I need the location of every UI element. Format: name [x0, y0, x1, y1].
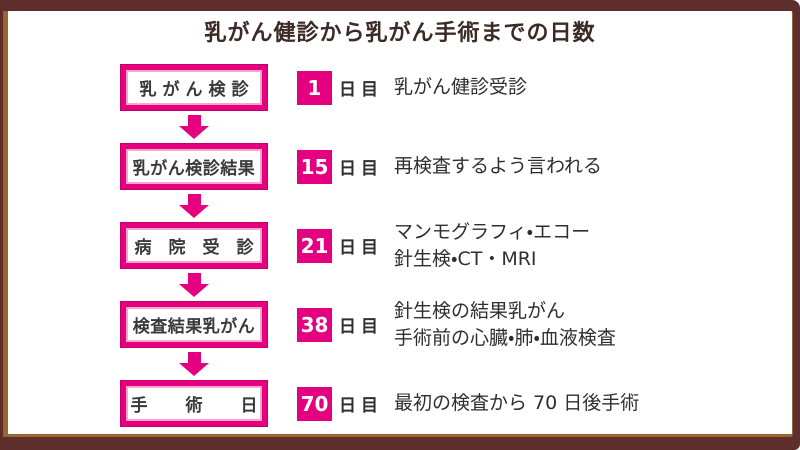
day-number-badge: 38 [297, 307, 332, 342]
step-description: 乳がん健診受診 [394, 74, 527, 101]
flow-box-2: 乳がん検診結果 [120, 143, 268, 190]
flow-step-5: 手術日 70 日目 最初の検査から 70 日後手術 [120, 380, 780, 427]
arrow-head [179, 363, 209, 376]
flow-box-label: 乳がん検診結果 [132, 159, 256, 179]
day-number: 70 [300, 391, 329, 416]
arrow-head [179, 205, 209, 218]
flow-box-inner: 手術日 [126, 386, 262, 421]
flow-diagram: 乳がん検診 1 日目 乳がん健診受診 [120, 64, 780, 427]
flow-box-label: 病院受診 [134, 238, 262, 258]
step-description: 再検査するよう言われる [394, 153, 602, 180]
day-suffix-label: 日目 [339, 159, 383, 179]
flow-box-label: 検査結果乳がん [132, 317, 256, 337]
flow-box-1: 乳がん検診 [120, 64, 268, 111]
flow-connector-4 [120, 348, 780, 380]
description-line: 再検査するよう言われる [394, 155, 603, 177]
day-suffix-label: 日目 [339, 396, 383, 416]
flow-box-3: 病院受診 [120, 222, 268, 269]
day-number-badge: 70 [297, 386, 332, 421]
arrow-head [179, 126, 209, 139]
arrow-stem [187, 115, 201, 126]
flow-box-4: 検査結果乳がん [120, 301, 268, 348]
flow-step-3: 病院受診 21 日目 マンモグラフィ・エコー 針生検・CT・MRI [120, 221, 780, 270]
flow-box-label: 手術日 [130, 396, 258, 416]
down-arrow-icon [179, 111, 209, 139]
down-arrow-icon [179, 269, 209, 297]
day-suffix-label: 日目 [339, 317, 383, 337]
day-number: 38 [300, 312, 329, 337]
down-arrow-icon [179, 190, 209, 218]
step-description: 針生検の結果乳がん 手術前の心臓・肺・血液検査 [394, 298, 616, 352]
flow-step-1: 乳がん検診 1 日目 乳がん健診受診 [120, 64, 780, 111]
down-arrow-icon [179, 348, 209, 376]
day-suffix-label: 日目 [339, 80, 383, 100]
day-suffix-label: 日目 [339, 238, 383, 258]
day-number: 21 [300, 233, 329, 258]
flow-box-inner: 乳がん検診結果 [126, 149, 262, 184]
flow-box-label: 乳がん検診 [139, 80, 255, 100]
flow-connector-3 [120, 269, 780, 301]
description-line: マンモグラフィ・エコー [394, 220, 591, 243]
page-title: 乳がん健診から乳がん手術までの日数 [204, 21, 596, 46]
description-line: 針生検の結果乳がん [394, 299, 566, 322]
arrow-stem [187, 352, 201, 363]
description-line: 手術前の心臓・肺・血液検査 [394, 326, 616, 349]
flow-box-inner: 乳がん検診 [126, 70, 262, 105]
flow-step-4: 検査結果乳がん 38 日目 針生検の結果乳がん 手術前の心臓・肺・血液検査 [120, 300, 780, 349]
day-number: 1 [307, 75, 322, 100]
arrow-head [179, 284, 209, 297]
description-line: 乳がん健診受診 [394, 76, 528, 98]
day-number-badge: 1 [297, 70, 332, 105]
flow-box-5: 手術日 [120, 380, 268, 427]
arrow-stem [187, 273, 201, 284]
flow-box-inner: 病院受診 [126, 228, 262, 263]
description-line: 針生検・CT・MRI [394, 247, 537, 270]
step-description: 最初の検査から 70 日後手術 [394, 390, 639, 417]
day-number: 15 [300, 154, 329, 179]
flow-step-2: 乳がん検診結果 15 日目 再検査するよう言われる [120, 143, 780, 190]
card-background: 乳がん健診から乳がん手術までの日数 乳がん検診 1 日目 乳がん健診受診 [3, 11, 793, 437]
step-description: マンモグラフィ・エコー 針生検・CT・MRI [394, 219, 590, 273]
flow-box-inner: 検査結果乳がん [126, 307, 262, 342]
day-number-badge: 15 [297, 149, 332, 184]
day-number-badge: 21 [297, 228, 332, 263]
arrow-stem [187, 194, 201, 205]
flow-connector-1 [120, 111, 780, 143]
flow-connector-2 [120, 190, 780, 222]
description-line: 最初の検査から 70 日後手術 [394, 392, 640, 414]
